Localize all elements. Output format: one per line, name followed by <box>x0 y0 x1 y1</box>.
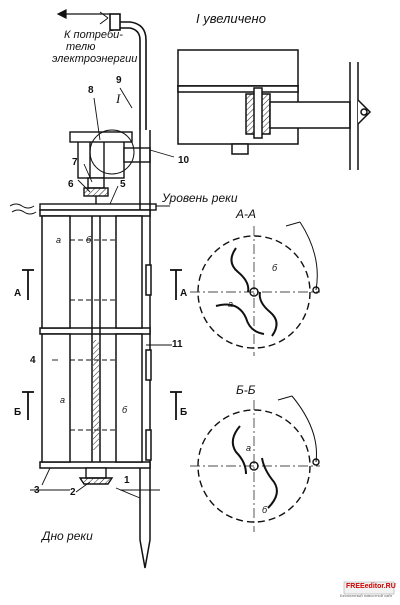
section-aa-blade-a: а <box>228 299 234 309</box>
part-label-4: 4 <box>30 355 36 366</box>
leader-lines <box>41 87 175 499</box>
section-aa-blade-b: б <box>272 263 278 273</box>
detail-circle-I <box>89 129 135 175</box>
blade-a-lower: а <box>60 395 66 405</box>
detail-I-marker: I <box>116 91 121 106</box>
section-markers <box>22 269 182 420</box>
part-label-11: 11 <box>172 339 183 350</box>
section-bb-drawing <box>190 395 320 532</box>
support-plate <box>39 203 157 211</box>
generator <box>69 131 151 179</box>
cut-marker-a-right: А <box>180 288 188 299</box>
enlarged-detail <box>177 49 372 170</box>
cable-pipe <box>99 11 147 130</box>
section-aa-title: А-А <box>236 207 257 221</box>
bottom-bearing <box>78 467 114 485</box>
part-label-8: 8 <box>88 85 94 96</box>
watermark-logo <box>343 581 395 595</box>
part-label-7: 7 <box>72 157 78 168</box>
section-bb-title: Б-Б <box>236 383 256 397</box>
shaft-coupling <box>83 177 109 206</box>
blade-b-lower: б <box>122 405 128 415</box>
cut-marker-b-left: Б <box>14 407 22 418</box>
enlarged-title: I увеличено <box>196 11 266 26</box>
blade-a-upper: а <box>56 235 62 245</box>
watermark-text: FREEeditor.RU <box>346 583 396 590</box>
blade-b-upper: б <box>86 235 92 245</box>
consumer-label-line3: электроэнергии <box>52 53 138 65</box>
rotor <box>39 209 151 469</box>
rotor-shaft-hatch <box>93 340 99 450</box>
part-label-3: 3 <box>34 485 40 496</box>
cut-marker-a-left: А <box>14 288 22 299</box>
consumer-label-line1: К потреби- <box>64 29 123 41</box>
part-label-5: 5 <box>120 179 126 190</box>
consumer-arrow <box>56 9 110 19</box>
watermark-subtext: Бесплатный новостной сайт <box>340 593 393 598</box>
part-label-6: 6 <box>68 179 74 190</box>
part-label-2: 2 <box>70 487 76 498</box>
part-label-10: 10 <box>178 155 190 166</box>
section-aa-drawing <box>190 221 320 356</box>
cut-marker-b-right: Б <box>180 407 188 418</box>
section-bb-blade-a: а <box>246 443 252 453</box>
part-label-9: 9 <box>116 75 122 86</box>
section-bb-blade-b: б <box>262 505 268 515</box>
part-label-1: 1 <box>124 475 130 486</box>
consumer-label-line2: телю <box>66 41 96 53</box>
river-level-label: Уровень реки <box>162 191 238 205</box>
river-bottom-label: Дно реки <box>42 529 93 543</box>
river-surface <box>9 203 170 215</box>
